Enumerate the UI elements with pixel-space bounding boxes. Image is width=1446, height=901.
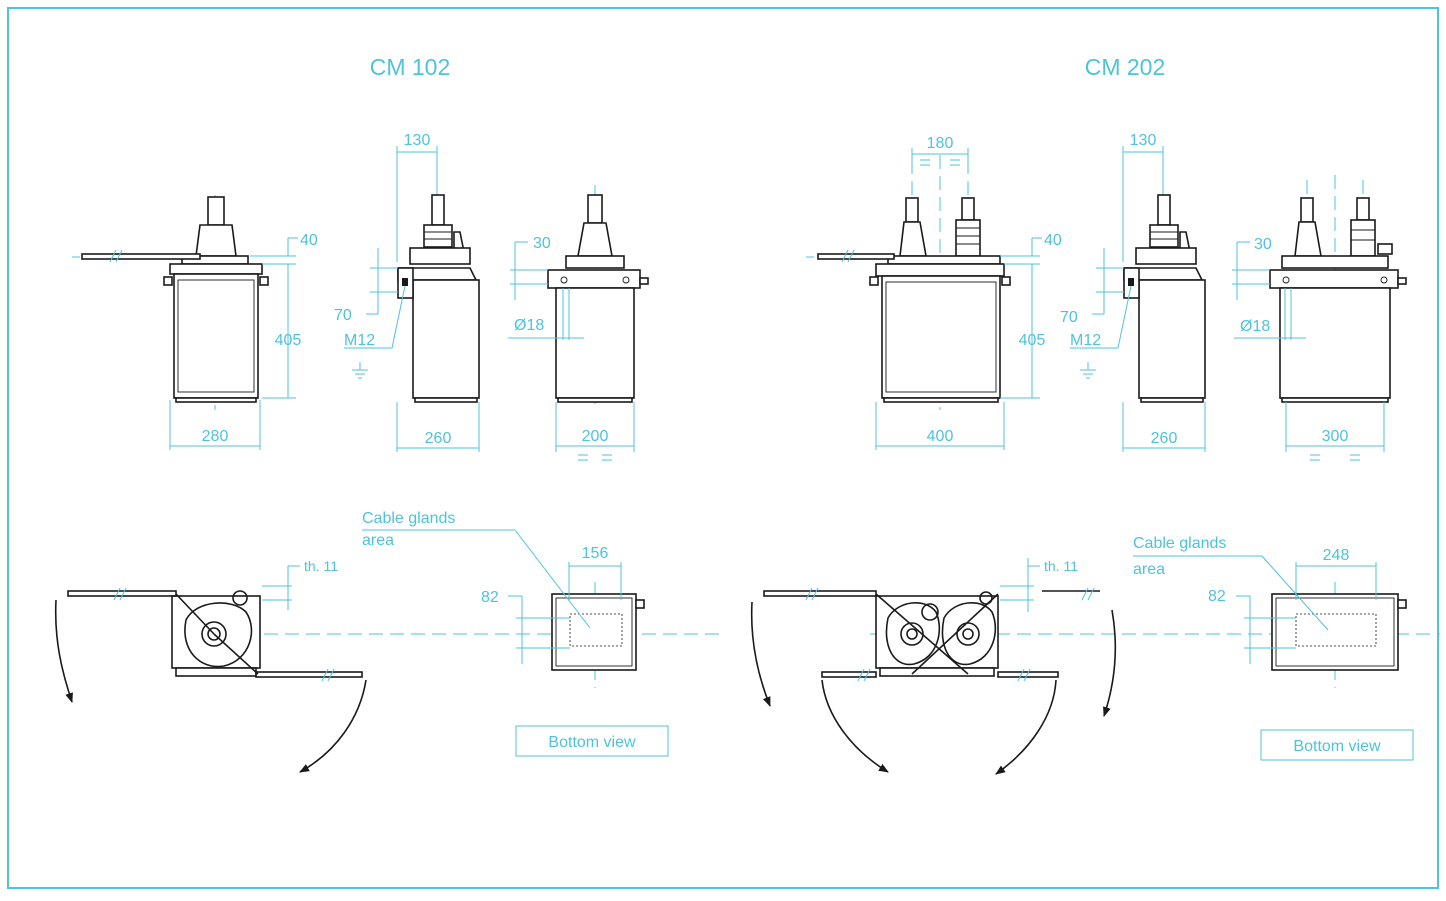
cm102-side-offset-top: 130 — [404, 132, 431, 149]
sheet-border — [7, 7, 1439, 889]
cm102-side-width: 260 — [425, 430, 452, 447]
cm202-side-width: 260 — [1151, 430, 1178, 447]
cm202-bottom-view: 248 82 Cable glands area Bottom view — [1133, 535, 1414, 761]
cm202-rear-dimensions: 30 Ø18 300 — [1232, 236, 1385, 461]
cm102-view-label-box — [515, 725, 669, 757]
cm102-front-dimensions: 280 405 40 — [169, 232, 318, 450]
cm202-rear-hole: Ø18 — [1240, 318, 1270, 335]
cm102-rear-offset: 30 — [533, 235, 551, 252]
cm202-glands-label: Cable glands — [1133, 535, 1226, 552]
cm102-rear-hole: Ø18 — [514, 317, 544, 334]
cm202-glands-width: 248 — [1323, 547, 1350, 564]
cm102-view-label: Bottom view — [548, 734, 636, 751]
cm102-side-view — [397, 185, 480, 403]
cm202-front-width: 400 — [927, 428, 954, 445]
cm202-side-height: 70 — [1060, 309, 1078, 326]
cm202-side-dimensions: 130 260 70 M12 — [1060, 132, 1206, 452]
title-cm202: CM 202 — [1085, 54, 1166, 80]
cm202-rear-offset: 30 — [1254, 236, 1272, 253]
cm102-plan-thickness: th. 11 — [304, 558, 338, 574]
cm102-glands-width: 156 — [582, 545, 609, 562]
cm102-side-height: 70 — [334, 307, 352, 324]
cm202-front-spacing: 180 — [927, 135, 954, 152]
cm202-front-top-offset: 40 — [1044, 232, 1062, 249]
cm102-front-view — [72, 195, 269, 410]
cm102-glands-label: Cable glands — [362, 510, 455, 527]
cm202-side-view — [1123, 185, 1206, 403]
cm102-glands-area: area — [362, 532, 394, 549]
cm202-front-dimensions: 180 400 405 40 — [875, 135, 1062, 450]
cm202-rear-view — [1269, 175, 1407, 404]
title-cm102: CM 102 — [370, 54, 451, 80]
cm202-glands-area: area — [1133, 561, 1165, 578]
cm102-front-top-offset: 40 — [300, 232, 318, 249]
cm202-view-label: Bottom view — [1293, 738, 1381, 755]
cm102-front-height: 405 — [275, 332, 302, 349]
cm202-rear-width: 300 — [1322, 428, 1349, 445]
cm202-view-label-box — [1260, 729, 1414, 761]
cm102-front-width: 280 — [202, 428, 229, 445]
cm202-glands-depth: 82 — [1208, 588, 1226, 605]
cm202-front-view — [806, 155, 1011, 410]
cm202-side-offset-top: 130 — [1130, 132, 1157, 149]
cm102-glands-depth: 82 — [481, 589, 499, 606]
cm102-bottom-view: 156 82 Cable glands area Bottom view — [362, 510, 669, 757]
cm102-rear-width: 200 — [582, 428, 609, 445]
cm102-side-dimensions: 130 260 70 M12 — [334, 132, 480, 452]
cm202-front-height: 405 — [1019, 332, 1046, 349]
cm202-plan-view: th. 11 — [750, 558, 1440, 775]
cm202-plan-thickness: th. 11 — [1044, 558, 1078, 574]
cm102-side-thread: M12 — [344, 332, 375, 349]
cm202-side-thread: M12 — [1070, 332, 1101, 349]
cm102-rear-dimensions: 30 Ø18 200 — [508, 235, 635, 461]
